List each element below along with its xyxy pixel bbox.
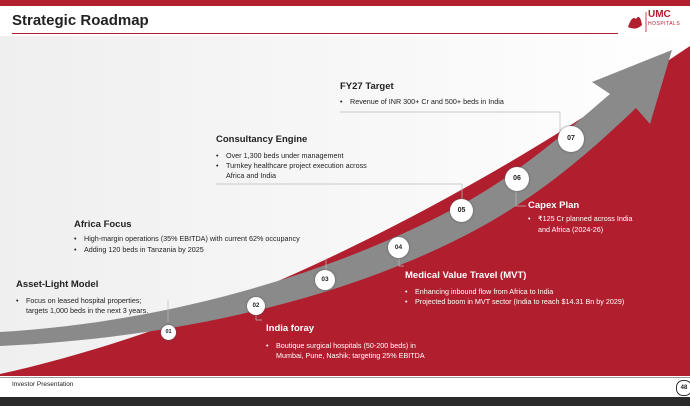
bullet-icon: • (74, 234, 77, 243)
milestone-marker-03: 03 (315, 270, 335, 290)
bullet-icon: • (528, 214, 531, 223)
milestone-title-02: India foray (266, 323, 315, 334)
milestone-bullet: •Over 1,300 beds under management (216, 151, 344, 160)
bottom-bar (0, 397, 690, 406)
top-accent-bar (0, 0, 690, 6)
page-title: Strategic Roadmap (12, 12, 149, 29)
milestone-title-03: Africa Focus (74, 219, 132, 230)
milestone-title-06: Capex Plan (528, 200, 580, 211)
milestone-bullet: •Boutique surgical hospitals (50-200 bed… (266, 341, 416, 350)
bullet-icon: • (266, 341, 269, 350)
logo-subtext: HOSPITALS (648, 21, 681, 27)
page-number: 48 (676, 380, 690, 396)
title-divider (12, 33, 618, 34)
bullet-icon: • (340, 97, 343, 106)
bullet-icon: • (74, 245, 77, 254)
milestone-bullet: •Projected boom in MVT sector (India to … (405, 297, 625, 306)
milestone-bullet: •Focus on leased hospital properties; (16, 296, 142, 305)
milestone-bullet: •Revenue of INR 300+ Cr and 500+ beds in… (340, 97, 504, 106)
milestone-bullet: targets 1,000 beds in the next 3 years. (26, 306, 149, 315)
growth-arrow (0, 50, 672, 346)
milestone-marker-05: 05 (450, 199, 473, 222)
milestone-marker-07: 07 (558, 126, 584, 152)
milestone-bullet: Mumbai, Pune, Nashik; targeting 25% EBIT… (276, 351, 425, 360)
footer-label: Investor Presentation (12, 381, 74, 388)
milestone-title-05: Consultancy Engine (216, 134, 308, 145)
milestone-marker-02: 02 (247, 297, 265, 315)
roadmap-graphic (0, 36, 690, 376)
bullet-icon: • (216, 151, 219, 160)
footer-divider (0, 377, 690, 378)
milestone-bullet: •Enhancing inbound flow from Africa to I… (405, 287, 554, 296)
logo-text: UMC (648, 9, 671, 20)
milestone-marker-01: 01 (161, 325, 176, 340)
milestone-bullet: Africa and India (226, 171, 276, 180)
milestone-bullet: and Africa (2024-26) (538, 225, 604, 234)
milestone-bullet: •Turnkey healthcare project execution ac… (216, 161, 367, 170)
logo-icon (622, 9, 686, 35)
milestone-marker-04: 04 (388, 237, 409, 258)
milestone-marker-06: 06 (505, 167, 529, 191)
milestone-title-01: Asset-Light Model (16, 279, 99, 290)
bullet-icon: • (216, 161, 219, 170)
bullet-icon: • (16, 296, 19, 305)
milestone-title-07: FY27 Target (340, 81, 394, 92)
milestone-bullet: •₹125 Cr planned across India (528, 214, 633, 223)
milestone-bullet: •High-margin operations (35% EBITDA) wit… (74, 234, 300, 243)
milestone-title-04: Medical Value Travel (MVT) (405, 270, 527, 281)
milestone-bullet: •Adding 120 beds in Tanzania by 2025 (74, 245, 204, 254)
bullet-icon: • (405, 287, 408, 296)
bullet-icon: • (405, 297, 408, 306)
red-growth-area (0, 46, 690, 376)
